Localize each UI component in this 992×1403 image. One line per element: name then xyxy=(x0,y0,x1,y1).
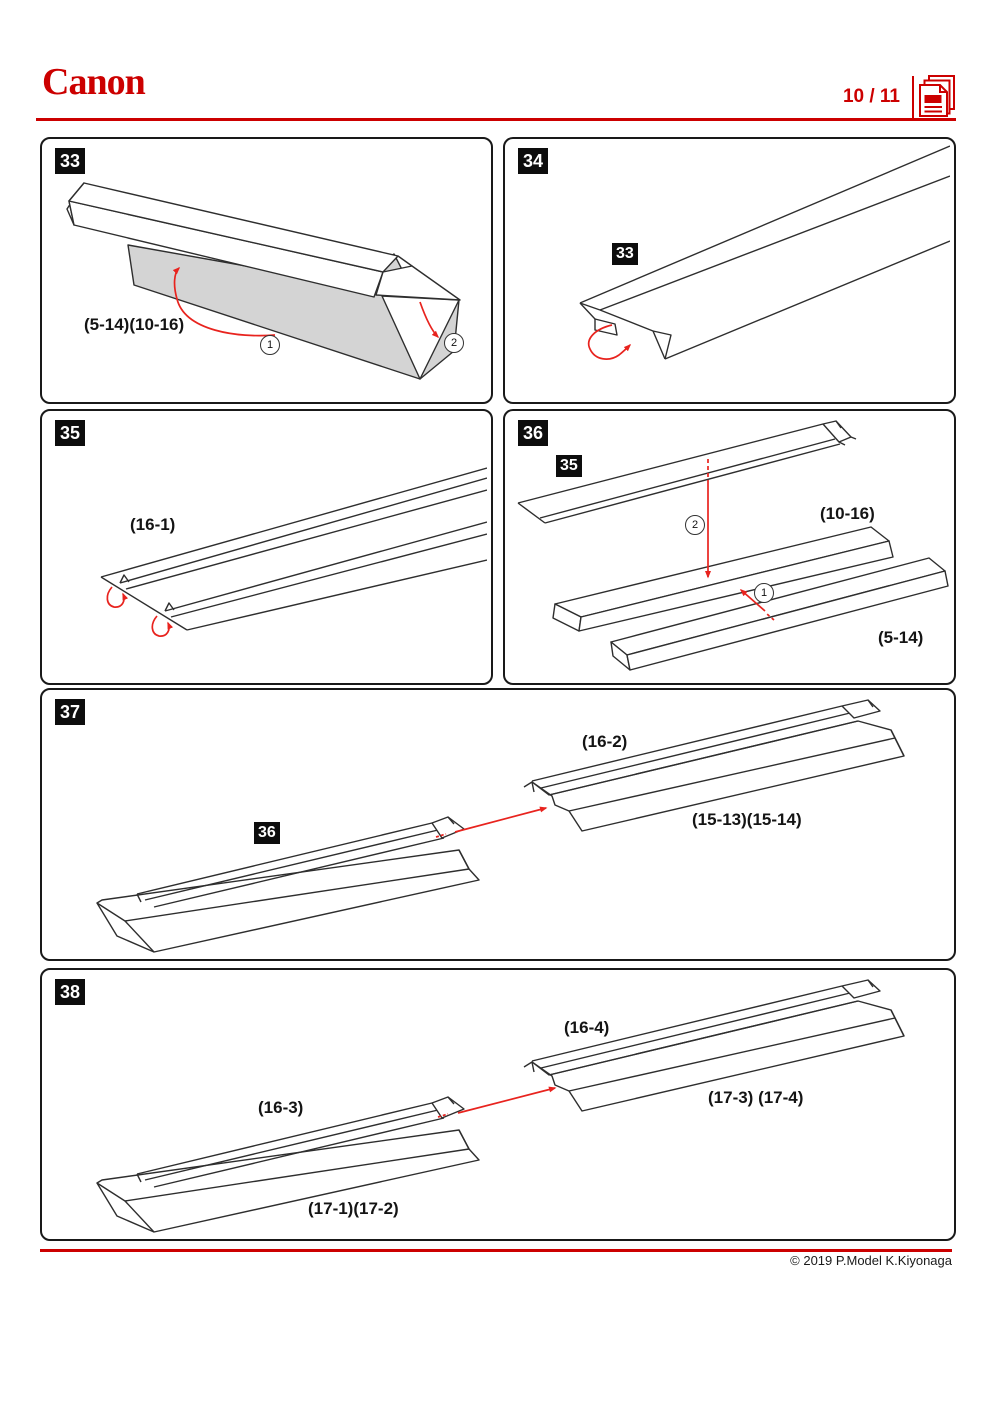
ref-step-35: 35 xyxy=(556,455,582,477)
part-label-16-4: (16-4) xyxy=(564,1018,610,1037)
beam-5-14-part xyxy=(610,557,949,671)
join-arrow xyxy=(435,806,548,838)
step-number: 35 xyxy=(55,420,86,446)
panel-step-35: 35 (16-1) xyxy=(40,409,493,685)
step-number: 38 xyxy=(55,979,86,1005)
part-16-4-assembly xyxy=(523,979,905,1112)
step38-diagram xyxy=(96,979,905,1233)
callout-1: 1 xyxy=(260,335,280,355)
part-label-17-1-17-2: (17-1)(17-2) xyxy=(308,1199,399,1218)
assembly-36-part xyxy=(96,816,480,953)
part-label-10-16: (10-16) xyxy=(820,504,875,523)
header-rule xyxy=(36,118,956,121)
stacked-pages-icon xyxy=(919,75,955,117)
callout-2: 2 xyxy=(444,333,464,353)
step33-diagram xyxy=(66,182,461,380)
part-label: (5-14)(10-16) xyxy=(84,315,185,334)
sheet-part-16-1 xyxy=(100,467,487,631)
panel-step-36: 36 35 (10-16) (5-14) 2 1 xyxy=(503,409,956,685)
footer-rule xyxy=(40,1249,952,1252)
part-label: (16-1) xyxy=(130,515,176,534)
step-number: 37 xyxy=(55,699,86,725)
canon-logo: Canon xyxy=(42,61,146,103)
part-label-16-2: (16-2) xyxy=(582,732,628,751)
step37-diagram xyxy=(96,699,905,953)
assembly-35-part xyxy=(517,420,857,524)
step-number: 33 xyxy=(55,148,86,174)
page-indicator: 10 / 11 xyxy=(842,86,900,107)
panel-step-33: 33 (5-14)(10-16) 1 2 xyxy=(40,137,493,404)
panel-step-37: 37 36 (16-2) (15-13)(15-14) xyxy=(40,688,956,961)
step-number: 34 xyxy=(518,148,549,174)
step36-diagram xyxy=(517,420,949,671)
header-vertical-divider xyxy=(912,76,914,121)
ref-step-36: 36 xyxy=(254,822,280,844)
part-label-5-14: (5-14) xyxy=(878,628,924,647)
panel-step-34: 34 33 xyxy=(503,137,956,404)
fold-arrow xyxy=(587,324,632,360)
fold-arrows xyxy=(172,266,440,339)
step35-diagram xyxy=(100,467,487,637)
callout-1: 1 xyxy=(754,583,774,603)
part-label-17-3-17-4: (17-3) (17-4) xyxy=(708,1088,804,1107)
join-arrow xyxy=(437,1086,557,1118)
assembly-37-part xyxy=(96,1096,480,1233)
white-beam-part xyxy=(66,182,461,301)
assembly-arrows xyxy=(705,459,775,621)
beam-10-16-part xyxy=(552,526,894,632)
part-16-2-assembly xyxy=(523,699,905,832)
step34-diagram xyxy=(579,145,950,360)
callout-2: 2 xyxy=(685,515,705,535)
panel-step-38: 38 (16-3) (17-1)(17-2) (16-4) (17-3) (17… xyxy=(40,968,956,1241)
step-number: 36 xyxy=(518,420,549,446)
ref-step-33: 33 xyxy=(612,243,638,265)
folded-beam-part xyxy=(579,145,950,360)
copyright-text: © 2019 P.Model K.Kiyonaga xyxy=(790,1253,952,1268)
fold-arrows xyxy=(106,586,174,637)
part-label-15-13-15-14: (15-13)(15-14) xyxy=(692,810,802,829)
part-label-16-3: (16-3) xyxy=(258,1098,304,1117)
